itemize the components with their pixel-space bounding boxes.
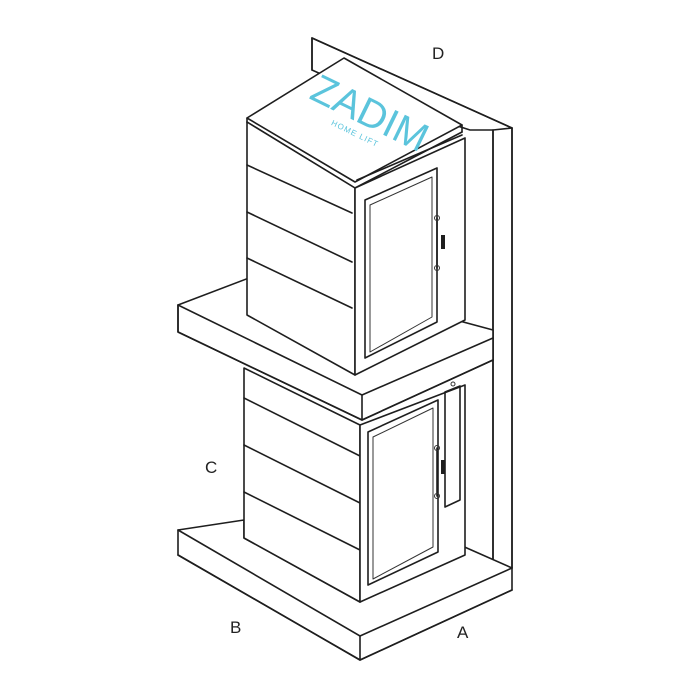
upper-cabin (246, 57, 466, 376)
lower-cabin (243, 367, 466, 603)
label-d: D (432, 44, 445, 63)
label-a: A (457, 623, 469, 642)
label-b: B (230, 618, 242, 637)
floor-slab (177, 519, 513, 661)
label-c: C (205, 458, 218, 477)
